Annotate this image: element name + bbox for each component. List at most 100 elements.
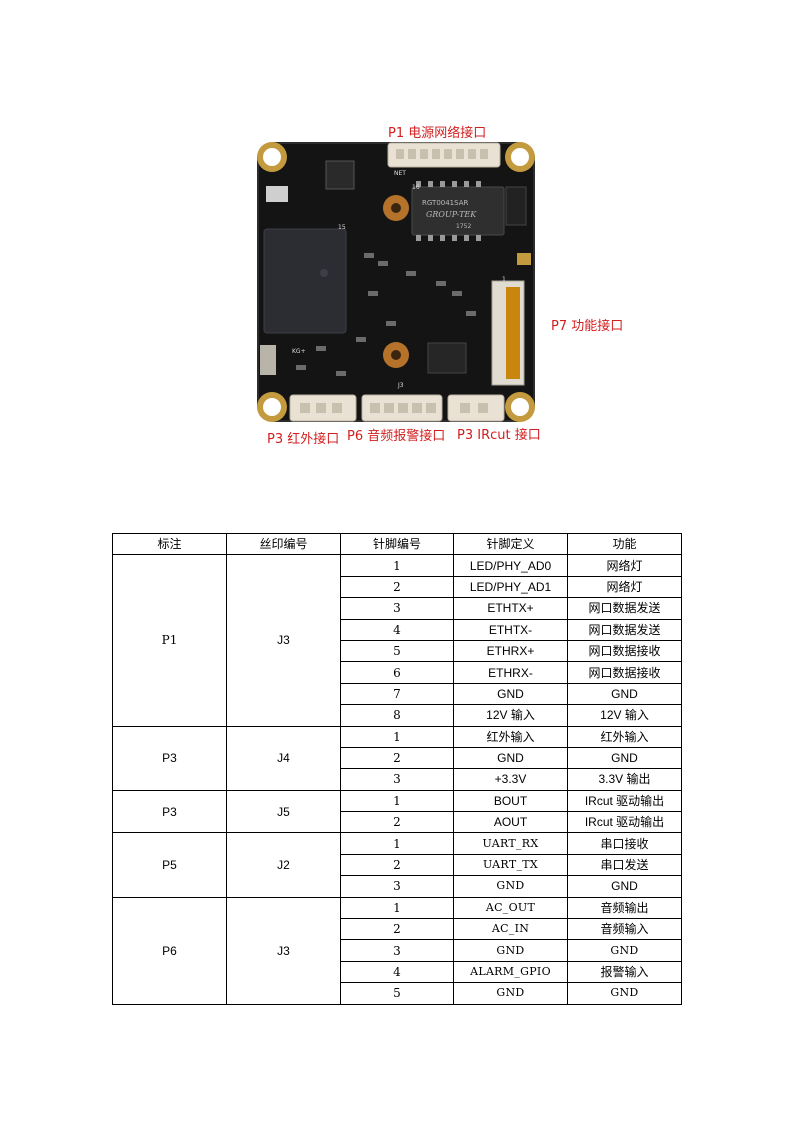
cell-def: GND xyxy=(453,939,568,962)
chip-code: 1752 xyxy=(456,223,471,230)
cell-silk: J2 xyxy=(226,832,341,898)
cell-pin: 3 xyxy=(340,875,454,898)
cell-func: 12V 输入 xyxy=(567,704,682,727)
cell-silk: J3 xyxy=(226,896,341,1005)
cell-func: 音频输入 xyxy=(567,918,682,941)
table-row: 6 ETHRX- 网口数据接收 xyxy=(113,661,682,684)
cell-pin: 2 xyxy=(340,575,454,599)
label-p6: P6 音频报警接口 xyxy=(347,429,446,444)
silk-1: 1 xyxy=(502,276,506,283)
soc-chip xyxy=(263,228,347,334)
cell-func: 串口发送 xyxy=(567,853,682,877)
cell-func: IRcut 驱动输出 xyxy=(567,789,682,813)
header-def: 针脚定义 xyxy=(453,532,568,556)
board-figure: P1 电源网络接口 P7 功能接口 P3 红外接口 P6 音频报警接口 P3 I… xyxy=(0,0,793,460)
cell-pin: 7 xyxy=(340,682,454,706)
connector-p3-ircut xyxy=(447,394,505,422)
cell-mark: P5 xyxy=(112,832,227,898)
center-pad-top xyxy=(383,195,409,221)
header-pin: 针脚编号 xyxy=(340,532,454,556)
table-row: 3 ETHTX+ 网口数据发送 xyxy=(113,597,682,620)
connector-p5 xyxy=(260,345,276,375)
cell-pin: 3 xyxy=(340,597,454,620)
cell-pin: 2 xyxy=(340,746,454,770)
cell-func: 网络灯 xyxy=(567,554,682,577)
cell-def: 红外输入 xyxy=(453,725,568,748)
crystal xyxy=(266,186,288,202)
eth-transformer xyxy=(411,186,505,236)
cell-func: GND xyxy=(567,939,682,962)
cell-pin: 6 xyxy=(340,661,454,684)
pcb-photo: RGT0041SAR GROUP-TEK 1752 NET 15 16 KG+ … xyxy=(257,142,535,422)
table-row: P3 J5 1 BOUT IRcut 驱动输出 xyxy=(112,789,682,834)
cell-def: UART_RX xyxy=(453,832,568,855)
cell-pin: 2 xyxy=(340,811,454,834)
chip-qfn xyxy=(325,160,355,190)
soic-chip xyxy=(427,342,467,374)
table-row: 5 GND GND xyxy=(113,982,682,1005)
cell-silk: J3 xyxy=(226,554,341,727)
mounting-hole-tl xyxy=(257,142,287,172)
cell-pin: 1 xyxy=(340,896,454,920)
cell-pin: 1 xyxy=(340,725,454,748)
cell-pin: 5 xyxy=(340,639,454,663)
table-row: 7 GND GND xyxy=(113,682,682,706)
table-header-row: 标注 丝印编号 针脚编号 针脚定义 功能 xyxy=(112,532,682,556)
cell-def: AOUT xyxy=(453,811,568,834)
cell-mark: P1 xyxy=(112,554,227,727)
table-row: P6 J3 1 AC_OUT 音频输出 xyxy=(112,896,682,1005)
pin-table: 标注 丝印编号 针脚编号 针脚定义 功能 P1 J3 1 LED/PHY_AD0… xyxy=(112,532,682,1005)
fpc-slot xyxy=(506,287,520,379)
cell-func: 音频输出 xyxy=(567,896,682,920)
cell-def: AC_OUT xyxy=(453,896,568,920)
table-row: 4 ALARM_GPIO 报警输入 xyxy=(113,960,682,984)
table-row: P3 J4 1 红外输入 红外输入 xyxy=(112,725,682,791)
mounting-hole-bl xyxy=(257,392,287,422)
silk-kg: KG+ xyxy=(292,348,306,355)
cell-def: ETHRX- xyxy=(453,661,568,684)
silk-15: 15 xyxy=(338,224,346,231)
cell-func: 网口数据接收 xyxy=(567,639,682,663)
header-mark: 标注 xyxy=(112,532,227,556)
cell-pin: 3 xyxy=(340,768,454,791)
cell-func: 报警输入 xyxy=(567,960,682,984)
cell-def: GND xyxy=(453,875,568,898)
cell-pin: 1 xyxy=(340,789,454,813)
cell-def: LED/PHY_AD1 xyxy=(453,575,568,599)
table-row: 2 UART_TX 串口发送 xyxy=(113,853,682,877)
cell-pin: 1 xyxy=(340,554,454,577)
label-p1: P1 电源网络接口 xyxy=(388,126,487,141)
center-pad-bottom xyxy=(383,342,409,368)
cell-def: ETHTX- xyxy=(453,618,568,641)
table-row: 4 ETHTX- 网口数据发送 xyxy=(113,618,682,641)
cell-silk: J4 xyxy=(226,725,341,791)
header-silk: 丝印编号 xyxy=(226,532,341,556)
label-p7: P7 功能接口 xyxy=(551,319,624,334)
cell-pin: 8 xyxy=(340,704,454,727)
cell-pin: 1 xyxy=(340,832,454,855)
cell-pin: 4 xyxy=(340,618,454,641)
label-p3-ircut: P3 IRcut 接口 xyxy=(457,428,541,443)
cell-pin: 2 xyxy=(340,853,454,877)
cell-func: IRcut 驱动输出 xyxy=(567,811,682,834)
cell-func: GND xyxy=(567,682,682,706)
cell-mark: P3 xyxy=(112,725,227,791)
cell-def: GND xyxy=(453,982,568,1005)
cell-func: 网口数据发送 xyxy=(567,597,682,620)
table-row: 2 AC_IN 音频输入 xyxy=(113,918,682,941)
led-pad xyxy=(517,253,531,265)
silk-j3: J3 xyxy=(397,382,404,389)
cell-def: AC_IN xyxy=(453,918,568,941)
header-func: 功能 xyxy=(567,532,682,556)
table-row: P5 J2 1 UART_RX 串口接收 xyxy=(112,832,682,898)
cell-func: GND xyxy=(567,982,682,1005)
cell-func: 网口数据接收 xyxy=(567,661,682,684)
cell-def: BOUT xyxy=(453,789,568,813)
cell-func: GND xyxy=(567,875,682,898)
cell-func: GND xyxy=(567,746,682,770)
cell-pin: 3 xyxy=(340,939,454,962)
table-row: P1 J3 1 LED/PHY_AD0 网络灯 xyxy=(112,554,682,727)
cell-func: 红外输入 xyxy=(567,725,682,748)
cell-def: ETHRX+ xyxy=(453,639,568,663)
table-row: 5 ETHRX+ 网口数据接收 xyxy=(113,639,682,663)
